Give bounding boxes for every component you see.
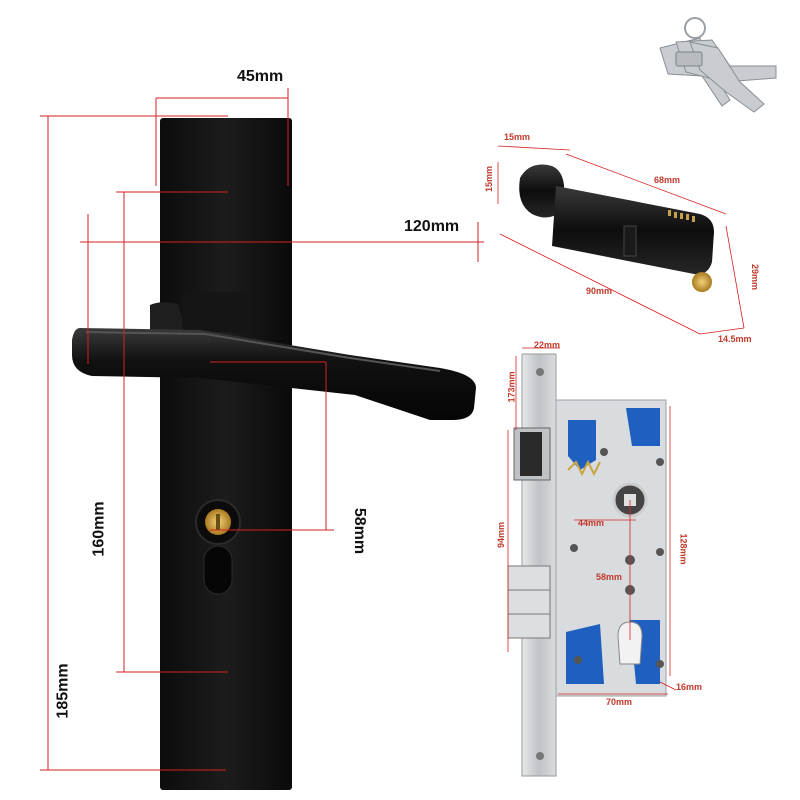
label-knob-height: 15mm bbox=[484, 165, 495, 193]
label-faceplate-width: 22mm bbox=[534, 340, 561, 350]
label-body-length: 68mm bbox=[654, 175, 681, 185]
cylinder-slot bbox=[203, 545, 233, 595]
lever-highlight bbox=[85, 331, 441, 372]
faceplate-screw-top bbox=[536, 368, 544, 376]
cylinder-cutout bbox=[617, 621, 643, 665]
label-body-height: 29mm bbox=[750, 263, 761, 291]
key-3 bbox=[689, 41, 765, 113]
faceplate bbox=[521, 353, 557, 777]
cylinder-thumb-knob bbox=[519, 164, 565, 218]
keyway bbox=[216, 514, 220, 530]
label-body-width: 70mm bbox=[606, 697, 633, 707]
handle-base bbox=[182, 292, 248, 332]
door-handle bbox=[72, 118, 476, 790]
euro-cylinder bbox=[519, 164, 714, 292]
label-center-distance: 58mm bbox=[351, 507, 369, 555]
label-spindle-offset: 44mm bbox=[578, 518, 605, 528]
cylinder-cam bbox=[623, 225, 637, 257]
handle-neck bbox=[150, 302, 186, 330]
cylinder-brass-face bbox=[692, 272, 712, 292]
mortise-lock bbox=[507, 353, 667, 777]
label-plate-width: 45mm bbox=[237, 68, 284, 85]
deadbolt bbox=[507, 565, 551, 639]
faceplate-screw-bottom bbox=[536, 752, 544, 760]
cylinder-dimension-lines bbox=[497, 145, 745, 335]
label-depth: 16mm bbox=[676, 682, 703, 692]
blue-part-lower-left bbox=[566, 624, 604, 684]
blue-part-top bbox=[568, 420, 596, 470]
label-end-width: 14.5mm bbox=[718, 334, 752, 344]
label-body-height-mortise: 128mm bbox=[678, 533, 689, 565]
backplate bbox=[160, 118, 292, 790]
handle-dimension-lines bbox=[40, 88, 484, 771]
label-latch-distance: 94mm bbox=[496, 521, 507, 549]
spring bbox=[567, 459, 601, 477]
lever-handle bbox=[72, 328, 476, 420]
label-handle-length: 120mm bbox=[404, 218, 460, 235]
latch-bolt-inner bbox=[520, 432, 542, 476]
label-plate-height: 185mm bbox=[54, 663, 72, 719]
blue-part-right bbox=[626, 408, 660, 446]
label-total-length: 90mm bbox=[586, 286, 613, 296]
key-head-label bbox=[675, 51, 703, 67]
label-top-offset: 173mm bbox=[506, 371, 517, 403]
keys bbox=[659, 17, 777, 113]
label-knob-width: 15mm bbox=[504, 132, 531, 142]
mortise-dimension-lines bbox=[507, 347, 677, 695]
key-ring bbox=[684, 17, 706, 39]
label-mortise-center-distance: 58mm bbox=[596, 572, 623, 582]
label-upper-height: 160mm bbox=[90, 501, 108, 557]
